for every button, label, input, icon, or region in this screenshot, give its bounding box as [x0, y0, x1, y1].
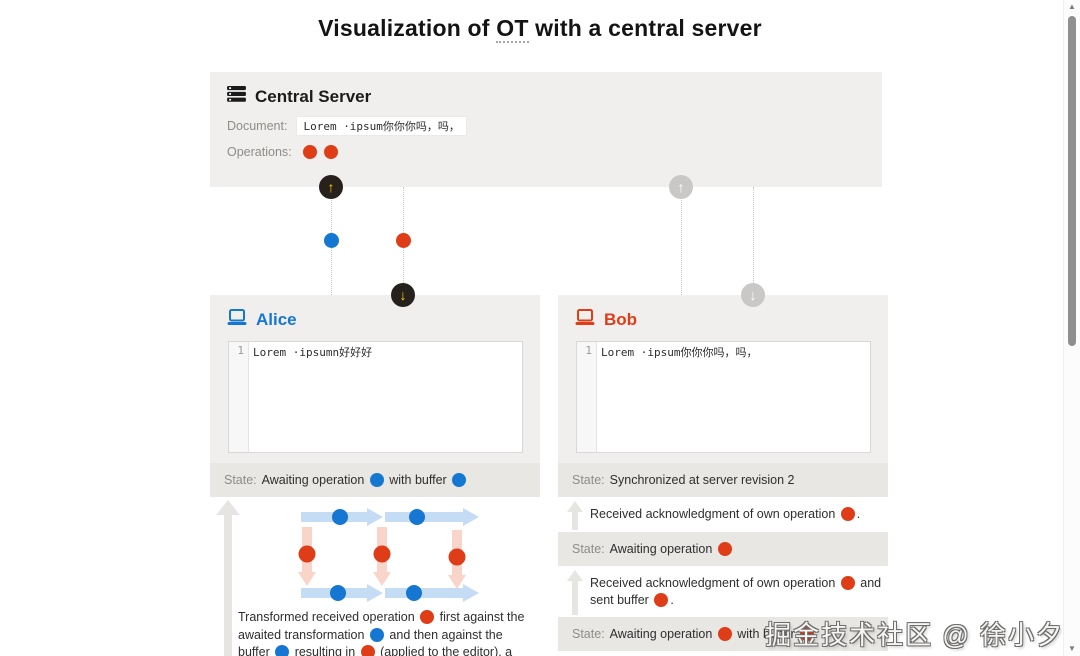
- red-operation-dot: [654, 593, 669, 607]
- bob-state-bar: State: Awaiting operation: [558, 532, 888, 566]
- red-operation-dot: [323, 145, 338, 159]
- blue-operation-dot: [369, 473, 384, 487]
- red-operation-dot: [360, 645, 375, 656]
- blue-operation-dot: [452, 473, 467, 487]
- bob-log-entry: Received acknowledgment of own operation…: [558, 566, 888, 617]
- alice-editor[interactable]: 1 Lorem ·ipsumn好好好: [228, 341, 523, 453]
- red-operation-in-transit: [396, 233, 411, 248]
- red-operation-dot: [800, 627, 815, 641]
- timeline-up-arrow: [216, 500, 240, 656]
- page-title: Visualization of OT with a central serve…: [0, 15, 1080, 43]
- scrollbar[interactable]: ▲ ▼: [1063, 0, 1080, 656]
- red-operation-dot: [840, 576, 855, 590]
- alice-document-text[interactable]: Lorem ·ipsumn好好好: [253, 346, 373, 359]
- document-label: Document:: [227, 119, 288, 133]
- blue-operation-dot: [275, 645, 290, 656]
- bob-state-text: Synchronized at server revision 2: [609, 473, 795, 487]
- arrow-head: [567, 501, 583, 512]
- alice-log-area: Transformed received operation first aga…: [210, 497, 540, 656]
- red-operation-dot: [420, 610, 435, 624]
- bob-name: Bob: [604, 309, 638, 329]
- bob-state-text: Awaiting operation with buffer: [610, 627, 816, 641]
- red-operation-dot: [840, 507, 855, 521]
- bob-editor-area: Bob 1 Lorem ·ipsum你你你吗，吗，: [558, 295, 888, 463]
- arrow-shaft: [572, 512, 578, 530]
- scroll-down-icon[interactable]: ▼: [1068, 644, 1076, 653]
- server-document-row: Document: Lorem ·ipsum你你你吗，吗，: [227, 116, 882, 136]
- red-operation-dot: [717, 627, 732, 641]
- ot-abbreviation[interactable]: OT: [496, 15, 529, 43]
- red-operation-dot: [717, 542, 732, 556]
- timeline-up-arrow: [567, 501, 583, 530]
- line-number-gutter: 1: [577, 342, 597, 452]
- laptop-icon: [227, 309, 247, 330]
- server-header: Central Server: [210, 72, 882, 107]
- alice-editor-area: Alice 1 Lorem ·ipsumn好好好: [210, 295, 540, 463]
- state-label: State:: [572, 627, 605, 641]
- server-document-value: Lorem ·ipsum你你你吗，吗，: [296, 116, 467, 136]
- alice-header: Alice: [210, 295, 540, 330]
- bob-state-bar: State: Awaiting operation with buffer: [558, 617, 888, 651]
- log-text: Received acknowledgment of own operation…: [590, 507, 861, 521]
- receive-down-arrow-icon: ↓: [741, 283, 765, 307]
- bob-state-bar: State: Synchronized at server revision 2: [558, 463, 888, 497]
- watermark: 掘金技术社区 @ 徐小夕: [765, 620, 1064, 650]
- operations-label: Operations:: [227, 145, 292, 159]
- server-title: Central Server: [255, 86, 372, 106]
- send-up-arrow-icon: ↑: [669, 175, 693, 199]
- arrow-head: [567, 570, 583, 581]
- blue-operation-in-transit: [324, 233, 339, 248]
- arrow-shaft: [224, 515, 232, 656]
- channel-line: [753, 187, 754, 295]
- state-label: State:: [224, 473, 257, 487]
- line-number-gutter: 1: [229, 342, 249, 452]
- alice-name: Alice: [256, 309, 297, 329]
- state-label: State:: [572, 473, 605, 487]
- red-operation-dot: [302, 145, 317, 159]
- bob-document-text[interactable]: Lorem ·ipsum你你你吗，吗，: [601, 346, 758, 359]
- transformation-note: Transformed received operation first aga…: [238, 609, 532, 656]
- channel-line: [681, 187, 682, 295]
- send-up-arrow-icon: ↑: [319, 175, 343, 199]
- server-operations-row: Operations:: [227, 145, 882, 159]
- arrow-shaft: [572, 581, 578, 615]
- log-text: Received acknowledgment of own operation…: [590, 576, 882, 607]
- alice-state-text: Awaiting operation with buffer: [262, 473, 468, 487]
- receive-down-arrow-icon: ↓: [391, 283, 415, 307]
- state-label: State:: [572, 542, 605, 556]
- alice-panel: Alice 1 Lorem ·ipsumn好好好 State: Awaiting…: [210, 295, 540, 656]
- title-suffix: with a central server: [528, 15, 762, 41]
- blue-operation-dot: [369, 627, 384, 642]
- bob-editor[interactable]: 1 Lorem ·ipsum你你你吗，吗，: [576, 341, 871, 453]
- server-icon: [227, 86, 246, 107]
- bob-panel: Bob 1 Lorem ·ipsum你你你吗，吗， State: Synchro…: [558, 295, 888, 651]
- central-server-panel: Central Server Document: Lorem ·ipsum你你你…: [210, 72, 882, 187]
- laptop-icon: [575, 309, 595, 330]
- scrollbar-thumb[interactable]: [1068, 16, 1076, 346]
- transformation-diagram: [298, 508, 479, 602]
- server-operations-queue: [301, 145, 340, 159]
- timeline-up-arrow: [567, 570, 583, 615]
- arrow-head: [216, 500, 240, 515]
- bob-state-text: Awaiting operation: [610, 542, 734, 556]
- bob-log-entry: Received acknowledgment of own operation…: [558, 497, 888, 532]
- scroll-up-icon[interactable]: ▲: [1068, 2, 1076, 11]
- alice-state-bar: State: Awaiting operation with buffer: [210, 463, 540, 497]
- bob-header: Bob: [558, 295, 888, 330]
- title-prefix: Visualization of: [318, 15, 497, 41]
